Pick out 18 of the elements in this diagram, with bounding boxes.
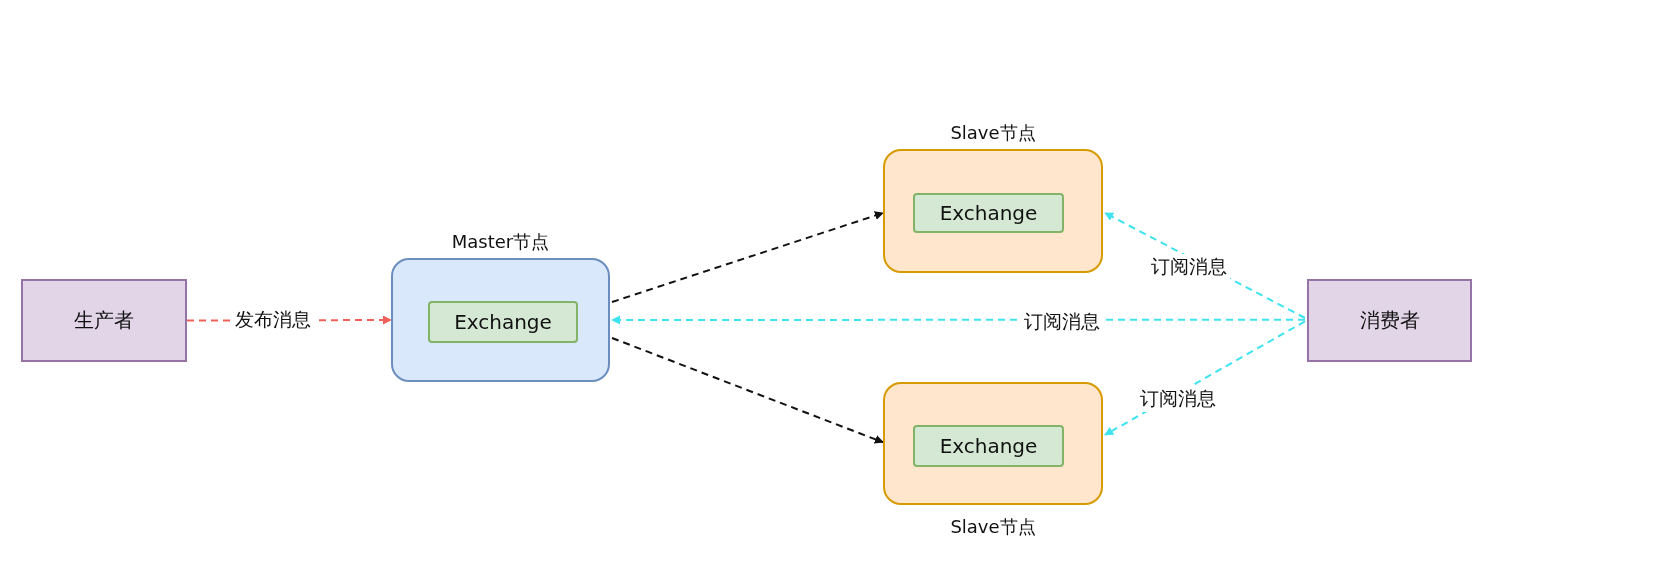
exchange-box [913,193,1064,233]
exchange-box [913,425,1064,467]
node-label: 生产者 [74,307,134,334]
node-label: Exchange [939,201,1038,225]
node-title: Master节点 [451,230,550,254]
arrow [611,211,884,303]
process-box [21,279,187,362]
edge-label: 订阅消息 [1137,386,1219,413]
arrow [611,315,1306,325]
edge-label: 订阅消息 [1148,254,1230,281]
process-box [1307,279,1472,362]
node-label: Exchange [939,434,1038,458]
node-title: Slave节点 [950,515,1036,539]
node-label: Exchange [454,310,552,334]
arrow [611,337,884,444]
exchange-box [428,301,578,343]
node-title: Slave节点 [950,121,1036,145]
node-label: 消费者 [1359,307,1420,334]
